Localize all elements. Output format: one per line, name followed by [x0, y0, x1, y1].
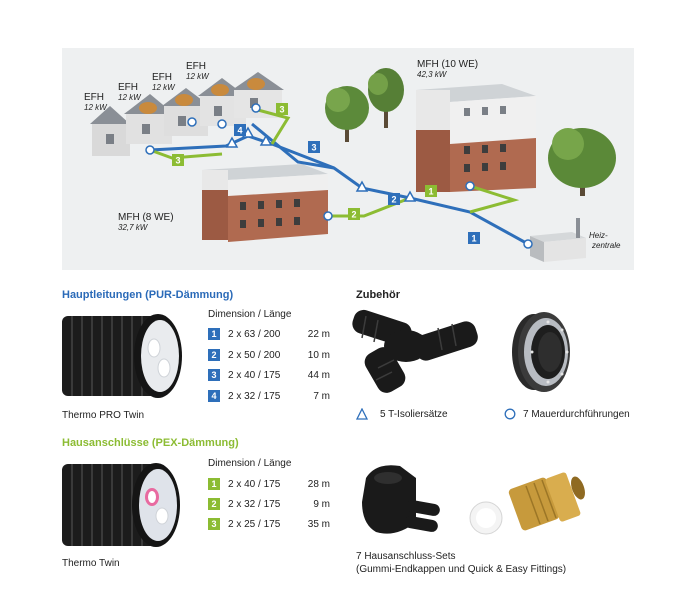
house-row-2-dim: 2 x 32 / 175: [228, 498, 281, 510]
tee-markers: [225, 126, 417, 202]
main-badge-3: 3: [308, 141, 320, 153]
main-row-4-dim: 2 x 32 / 175: [228, 390, 281, 402]
efh-label-2: EFH: [118, 82, 138, 93]
house-connection-set-image: [362, 465, 585, 535]
thermo-twin-image: [62, 458, 192, 552]
house-row-2-len: 9 m: [313, 498, 330, 510]
main-row-1-badge: 1: [208, 328, 220, 340]
house-dimension-header: Dimension / Länge: [208, 458, 292, 469]
house-row-3-len: 35 m: [307, 518, 330, 530]
tee-legend-text: 5 T-Isoliersätze: [380, 408, 448, 420]
svg-text:1: 1: [428, 187, 433, 197]
house-badge-3a: 3: [276, 103, 288, 115]
house-row-1-dim: 2 x 40 / 175: [228, 478, 281, 490]
main-dimension-header: Dimension / Länge: [208, 309, 292, 320]
house-row-3: 3 2 x 25 / 175 35 m: [208, 517, 330, 531]
main-row-1-len: 22 m: [307, 328, 330, 340]
svg-text:3: 3: [175, 156, 180, 166]
sets-caption-line2: (Gummi-Endkappen und Quick & Easy Fittin…: [356, 564, 567, 575]
triangle-icon: [356, 408, 368, 420]
main-product-caption: Thermo PRO Twin: [62, 410, 145, 421]
main-row-3: 3 2 x 40 / 175 44 m: [208, 368, 330, 382]
house-row-1-len: 28 m: [307, 478, 330, 490]
svg-text:1: 1: [471, 234, 476, 244]
main-row-1-dim: 2 x 63 / 200: [228, 328, 281, 340]
main-row-4: 4 2 x 32 / 175 7 m: [208, 389, 330, 403]
efh-kw-4: 12 kW: [186, 72, 210, 81]
network-diagram: 1 2 3 4 1 2 3 3 EFH 12 kW EFH 12 kW EFH …: [62, 48, 634, 270]
main-badge-1: 1: [468, 232, 480, 244]
main-badge-4: 4: [234, 124, 246, 136]
mfh8-kw: 32,7 kW: [118, 223, 149, 232]
efh-kw-2: 12 kW: [118, 93, 142, 102]
wall-legend: 7 Mauerdurchführungen: [504, 408, 630, 420]
diagram-background: [62, 48, 634, 270]
house-row-2: 2 2 x 32 / 175 9 m: [208, 497, 330, 511]
tree-middle: [368, 68, 404, 128]
sets-caption-line1: 7 Hausanschluss-Sets: [356, 551, 456, 562]
main-row-1: 1 2 x 63 / 200 22 m: [208, 327, 330, 341]
svg-text:3: 3: [279, 105, 284, 115]
efh-kw-1: 12 kW: [84, 103, 108, 112]
tree-right: [548, 128, 616, 196]
mfh10-label: MFH (10 WE): [417, 59, 478, 70]
main-row-3-len: 44 m: [307, 369, 330, 381]
heiz-label-2: zentrale: [591, 241, 621, 250]
tree-left: [325, 86, 369, 142]
house-badge-3b: 3: [172, 154, 184, 166]
heiz-label-1: Heiz-: [589, 231, 608, 240]
main-row-2-len: 10 m: [307, 349, 330, 361]
main-row-2: 2 2 x 50 / 200 10 m: [208, 348, 330, 362]
svg-text:4: 4: [237, 126, 242, 136]
tee-insulation-image: [352, 309, 478, 393]
main-badge-2: 2: [388, 193, 400, 205]
house-badge-2: 2: [348, 208, 360, 220]
wall-feedthrough-markers: [145, 103, 533, 249]
tee-legend: 5 T-Isoliersätze: [356, 408, 448, 420]
efh-label-1: EFH: [84, 92, 104, 103]
house-row-3-dim: 2 x 25 / 175: [228, 518, 281, 530]
wall-legend-text: 7 Mauerdurchführungen: [523, 408, 630, 420]
svg-text:2: 2: [391, 195, 396, 205]
mfh-10-building: [416, 84, 536, 192]
house-row-3-badge: 3: [208, 518, 220, 530]
main-row-3-badge: 3: [208, 369, 220, 381]
efh-label-3: EFH: [152, 72, 172, 83]
main-row-2-badge: 2: [208, 349, 220, 361]
circle-icon: [504, 408, 516, 420]
thermo-pro-twin-image: [62, 308, 192, 404]
wall-feedthrough-image: [512, 312, 570, 392]
main-row-3-dim: 2 x 40 / 175: [228, 369, 281, 381]
heizzentrale-building: [530, 218, 586, 262]
main-row-4-badge: 4: [208, 390, 220, 402]
accessories-title: Zubehör: [356, 289, 400, 301]
main-row-4-len: 7 m: [313, 390, 330, 402]
mfh10-kw: 42,3 kW: [417, 70, 448, 79]
house-badge-1: 1: [425, 185, 437, 197]
house-product-caption: Thermo Twin: [62, 558, 120, 569]
svg-text:3: 3: [311, 143, 316, 153]
efh-label-4: EFH: [186, 61, 206, 72]
house-section-title: Hausanschlüsse (PEX-Dämmung): [62, 437, 239, 449]
svg-text:2: 2: [351, 210, 356, 220]
main-section-title: Hauptleitungen (PUR-Dämmung): [62, 289, 234, 301]
mfh8-label: MFH (8 WE): [118, 212, 174, 223]
mfh-8-building: [202, 164, 328, 242]
efh-kw-3: 12 kW: [152, 83, 176, 92]
house-row-2-badge: 2: [208, 498, 220, 510]
house-row-1: 1 2 x 40 / 175 28 m: [208, 477, 330, 491]
house-row-1-badge: 1: [208, 478, 220, 490]
main-row-2-dim: 2 x 50 / 200: [228, 349, 281, 361]
